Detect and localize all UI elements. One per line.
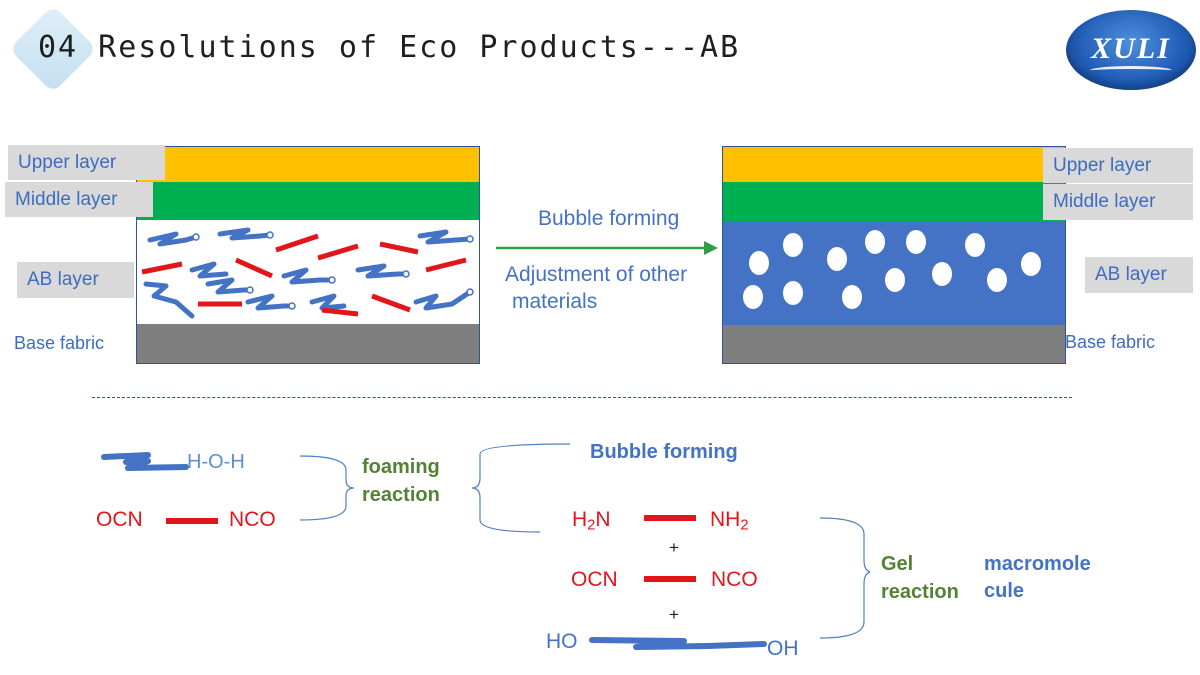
foam-bubbles [743,230,1041,309]
amine-bar [644,515,696,521]
isocyanate-chain [275,233,319,253]
isocyanate-chain [141,261,183,275]
polyol-chain [217,227,273,241]
bubble [1021,252,1041,276]
isocyanate-chain [317,243,359,261]
macromolecule-line2: cule [984,580,1025,602]
logo-text: XULI [1091,32,1171,65]
isocyanate-chain [425,257,467,273]
amine-right: NH2 [710,508,749,534]
plus-sign-2: + [669,605,679,624]
arrow-label: Bubble forming [538,207,680,230]
isocyanate-chain [379,241,419,255]
page-title: 04 Resolutions of Eco Products---AB [38,30,741,65]
left-ab-mixture [141,227,474,319]
isocyanate-chain [321,307,359,317]
polyol-chain [355,263,409,279]
water-polyol-chain-icon [101,452,189,471]
xuli-logo: XULI [1066,10,1196,90]
isocyanate-chain [371,293,411,313]
isocyanate-bar [166,518,218,524]
bubble [783,281,803,305]
bubble [965,233,985,257]
left-ab-label: AB layer [17,262,134,298]
right-middle-label: Middle layer [1043,184,1193,220]
bubble [842,285,862,309]
oh-label: OH [767,637,799,660]
amine-left: H2N [572,508,611,534]
polyol-chain [143,281,195,319]
foaming-line1: foaming [362,456,440,478]
polyol-chain [413,289,473,311]
foaming-line2: reaction [362,484,440,506]
right-ab-label: AB layer [1085,257,1193,293]
isocyanate-chain [234,257,274,279]
right-base-label: Base fabric [1065,332,1156,352]
section-divider [92,397,1072,398]
right-middle-layer [722,182,1066,221]
left-base-fabric [136,324,480,364]
left-upper-layer [136,146,480,183]
bubble [932,262,952,286]
ocn-left: OCN [96,508,143,531]
bubble [885,268,905,292]
polyol-chain [147,231,199,247]
bubble [743,285,763,309]
polyol-chain [417,229,473,245]
bubble-forming-result: Bubble forming [590,441,738,463]
adjustment-note-line1: Adjustment of other [505,263,688,286]
macromolecule-line1: macromole [984,553,1091,575]
gel-line2: reaction [881,581,959,603]
polyol-chain [245,293,295,311]
left-middle-label: Middle layer [5,182,153,217]
bubble [987,268,1007,292]
logo-wave-icon [1090,66,1172,75]
gel-line1: Gel [881,553,914,575]
bubble [865,230,885,254]
polyol-chain [309,293,347,311]
bubble [749,251,769,275]
left-upper-label: Upper layer [8,145,165,180]
polyol-chain-icon [589,637,767,650]
isocyanate-bar-2 [644,576,696,582]
left-middle-layer [136,182,480,220]
process-arrow [496,241,718,255]
ocn-right: OCN [571,568,618,591]
bubble [906,230,926,254]
left-base-label: Base fabric [14,333,105,353]
bubble [827,247,847,271]
adjustment-note-line2: materials [512,290,598,313]
nco-left: NCO [229,508,276,531]
polyol-chain [189,261,229,279]
right-base-fabric [722,325,1066,364]
nco-right: NCO [711,568,758,591]
right-upper-label: Upper layer [1043,148,1193,183]
bubble [783,233,803,257]
right-upper-layer [722,146,1066,183]
plus-sign-1: + [669,538,679,557]
polyol-chain [281,267,335,285]
ho-label: HO [546,630,578,653]
brace-lines [299,443,870,639]
water-formula: H-O-H [187,451,245,473]
polyol-chain [205,277,253,295]
